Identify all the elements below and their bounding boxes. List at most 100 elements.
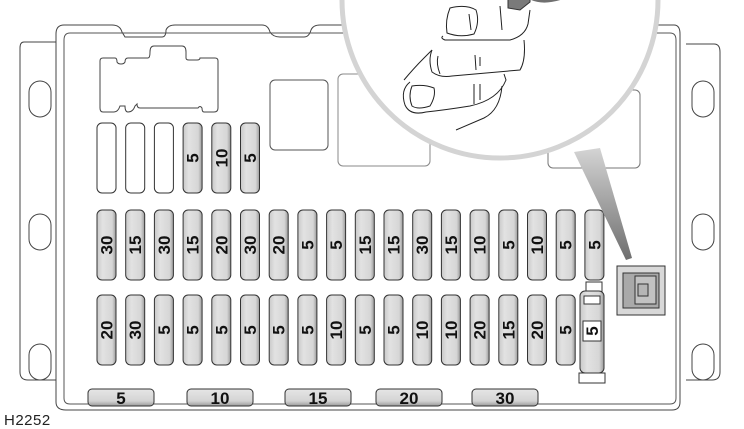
left-mount-hole-bottom xyxy=(28,343,52,381)
fuse[interactable]: 5 xyxy=(297,294,318,366)
fuse-rating: 20 xyxy=(212,236,231,255)
fuse[interactable]: 20 xyxy=(96,294,117,366)
spare-fuse-rating: 15 xyxy=(309,389,328,408)
fuse-rating: 5 xyxy=(499,240,518,249)
fuse[interactable]: 15 xyxy=(125,209,146,281)
fuse[interactable]: 5 xyxy=(240,122,261,194)
fuse[interactable]: 5 xyxy=(326,209,347,281)
fuse-rating: 10 xyxy=(413,321,432,340)
left-mount-hole-middle xyxy=(28,213,52,251)
right-mount-hole-top xyxy=(691,80,715,118)
highlighted-relay[interactable] xyxy=(616,265,666,316)
fuse-rating: 10 xyxy=(212,149,231,168)
fuse[interactable]: 10 xyxy=(211,122,232,194)
right-mount-hole-middle xyxy=(691,213,715,251)
spare-fuse[interactable]: 20 xyxy=(375,388,443,408)
empty-fuse-slot[interactable] xyxy=(153,122,174,194)
fuse[interactable]: 10 xyxy=(527,209,548,281)
fuse[interactable]: 10 xyxy=(326,294,347,366)
fuse-rating: 10 xyxy=(471,236,490,255)
empty-fuse-slot[interactable] xyxy=(96,122,117,194)
fuse[interactable]: 5 xyxy=(498,209,519,281)
spare-fuse[interactable]: 5 xyxy=(87,388,155,408)
fuse-rating: 15 xyxy=(356,236,375,255)
fuse-rating: 15 xyxy=(126,236,145,255)
fuse-rating: 5 xyxy=(327,240,346,249)
fuse[interactable]: 30 xyxy=(412,209,433,281)
fuse[interactable]: 5 xyxy=(354,294,375,366)
fuse[interactable]: 30 xyxy=(125,294,146,366)
fuse-rating: 20 xyxy=(528,321,547,340)
magnifier-pointer xyxy=(574,148,632,260)
fuse[interactable]: 30 xyxy=(96,209,117,281)
spare-fuse[interactable]: 15 xyxy=(284,388,352,408)
fuse-rating: 5 xyxy=(585,240,604,249)
fuse-rating: 30 xyxy=(126,321,145,340)
fuse[interactable]: 10 xyxy=(469,209,490,281)
fuse-box-housing-inner xyxy=(63,32,677,405)
fuse[interactable]: 5 xyxy=(268,294,289,366)
spare-fuse-rating: 20 xyxy=(400,389,419,408)
empty-fuse-slot[interactable] xyxy=(125,122,146,194)
fuse-rating: 5 xyxy=(298,240,317,249)
spare-fuse[interactable]: 30 xyxy=(471,388,539,408)
fuse[interactable]: 5 xyxy=(240,294,261,366)
fuse[interactable]: 5 xyxy=(153,294,174,366)
cartridge-fuse[interactable]: 5 xyxy=(578,281,606,384)
right-mounting-bracket xyxy=(686,43,721,381)
fuse[interactable]: 15 xyxy=(498,294,519,366)
hand-illustration xyxy=(402,0,576,131)
fuse-rating: 5 xyxy=(184,325,203,334)
fuse-rating: 5 xyxy=(212,325,231,334)
fuse-rating: 15 xyxy=(499,321,518,340)
fuse[interactable]: 5 xyxy=(555,209,576,281)
spare-fuse-row: 5 10 15 20 30 xyxy=(87,388,539,408)
fuse[interactable]: 5 xyxy=(555,294,576,366)
fuse[interactable]: 5 xyxy=(383,294,404,366)
spare-fuse[interactable]: 10 xyxy=(186,388,254,408)
fuse-rating: 5 xyxy=(557,240,576,249)
spare-fuse-rating: 10 xyxy=(211,389,230,408)
right-mount-hole-bottom xyxy=(691,343,715,381)
fuse[interactable]: 5 xyxy=(211,294,232,366)
fuse-rating: 10 xyxy=(327,321,346,340)
fuse-rating: 5 xyxy=(356,325,375,334)
figure-reference-code: H2252 xyxy=(4,412,51,429)
fuse-rating: 30 xyxy=(413,236,432,255)
fuse[interactable]: 20 xyxy=(527,294,548,366)
fuse-rating: 5 xyxy=(184,153,203,162)
fuse[interactable]: 5 xyxy=(182,122,203,194)
fuse[interactable]: 30 xyxy=(153,209,174,281)
fuse-rating: 5 xyxy=(241,325,260,334)
fuse-rating: 20 xyxy=(270,236,289,255)
fuse[interactable]: 5 xyxy=(584,209,605,281)
fuse-rating: 20 xyxy=(98,321,117,340)
fuse[interactable]: 20 xyxy=(268,209,289,281)
fuse[interactable]: 20 xyxy=(211,209,232,281)
magnifier-lens xyxy=(339,0,661,161)
fuse-rating: 5 xyxy=(385,325,404,334)
fuse[interactable]: 15 xyxy=(383,209,404,281)
fuse-rating: 5 xyxy=(155,325,174,334)
fuse-rating: 5 xyxy=(241,153,260,162)
relay-outline-1 xyxy=(269,79,329,151)
fuse-rating: 10 xyxy=(528,236,547,255)
fuse-rating: 15 xyxy=(184,236,203,255)
fuse-rating: 10 xyxy=(442,321,461,340)
fuse[interactable]: 10 xyxy=(412,294,433,366)
fuse[interactable]: 10 xyxy=(440,294,461,366)
fuse[interactable]: 15 xyxy=(354,209,375,281)
fuse-rating: 20 xyxy=(471,321,490,340)
cartridge-fuse-rating: 5 xyxy=(583,326,602,335)
spare-fuse-rating: 5 xyxy=(116,389,125,408)
fuse-rating: 5 xyxy=(298,325,317,334)
fuse[interactable]: 15 xyxy=(440,209,461,281)
fuse-rating: 30 xyxy=(241,236,260,255)
fuse[interactable]: 5 xyxy=(297,209,318,281)
fuse[interactable]: 5 xyxy=(182,294,203,366)
fuse[interactable]: 20 xyxy=(469,294,490,366)
fuse[interactable]: 30 xyxy=(240,209,261,281)
fuse[interactable]: 15 xyxy=(182,209,203,281)
